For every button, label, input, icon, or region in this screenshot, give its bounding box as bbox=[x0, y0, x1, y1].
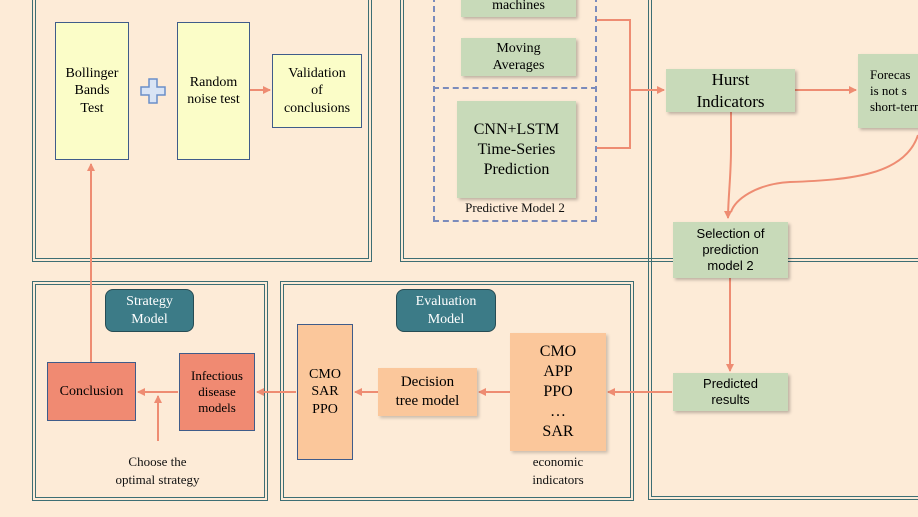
predicted-results-box: Predicted results bbox=[673, 373, 788, 411]
infectious-disease-box: Infectious disease models bbox=[179, 353, 255, 431]
choose-strategy-label: Choose the optimal strategy bbox=[115, 454, 200, 487]
right-inner-frame bbox=[648, 0, 918, 500]
bracket-predictive-models bbox=[597, 19, 631, 149]
selection-box: Selection of prediction model 2 bbox=[673, 222, 788, 278]
bollinger-box: Bollinger Bands Test bbox=[55, 22, 129, 160]
right-outer-frame bbox=[400, 0, 918, 262]
strategy-model-label: Strategy Model bbox=[105, 289, 194, 332]
indicators-list-box: CMO APP PPO … SAR bbox=[510, 333, 606, 451]
curve-forecast-to-selection bbox=[730, 134, 918, 213]
predictive-model-2-divider bbox=[433, 87, 597, 89]
random-noise-box: Random noise test bbox=[177, 22, 250, 160]
evaluation-model-label: Evaluation Model bbox=[396, 289, 496, 332]
validation-box: Validation of conclusions bbox=[272, 54, 362, 128]
forecast-box: Forecas is not s short-term bbox=[858, 54, 918, 128]
top-left-frame bbox=[32, 0, 372, 262]
plus-icon bbox=[140, 78, 166, 104]
predictive-model-2-label: Predictive Model 2 bbox=[465, 200, 565, 215]
economic-indicators-label: economic indicators bbox=[532, 454, 584, 487]
arrow-hurst-to-selection bbox=[724, 112, 733, 219]
predictive-model-2-region bbox=[433, 0, 597, 222]
moving-averages-box: Moving Averages bbox=[461, 38, 576, 76]
conclusion-box: Conclusion bbox=[47, 362, 136, 421]
machines-box: machines bbox=[461, 0, 576, 17]
cnn-lstm-box: CNN+LSTM Time-Series Prediction bbox=[457, 101, 576, 198]
decision-tree-box: Decision tree model bbox=[378, 368, 477, 416]
cmo-sar-ppo-box: CMO SAR PPO bbox=[297, 324, 353, 460]
hurst-box: Hurst Indicators bbox=[666, 69, 795, 112]
